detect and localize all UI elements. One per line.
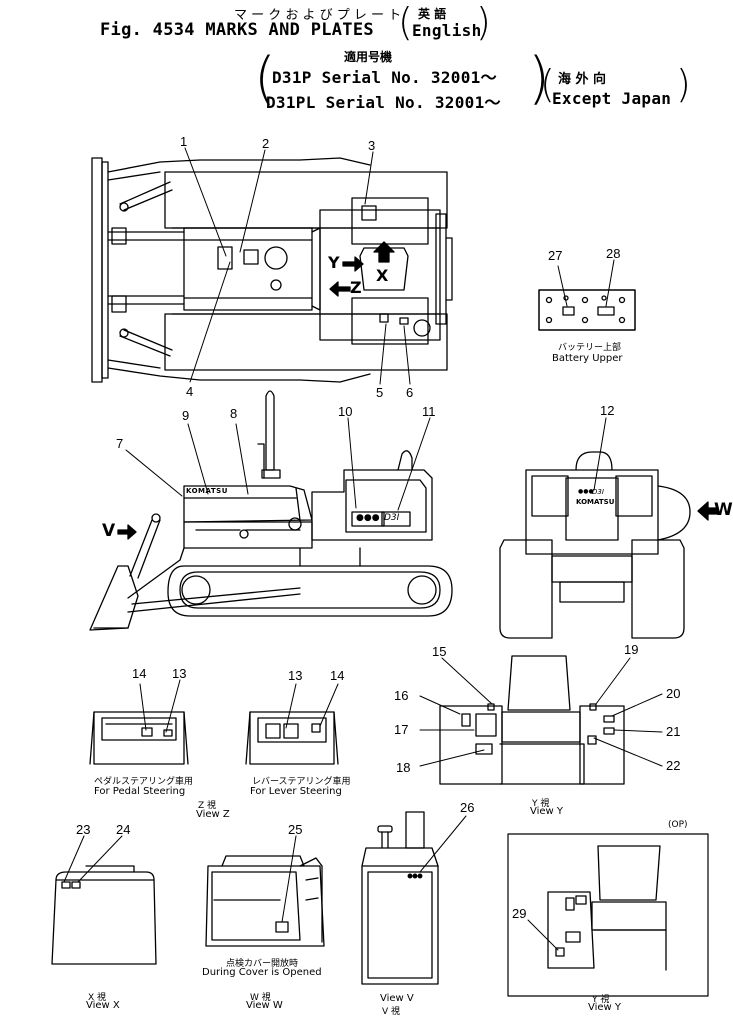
- callout-22: 22: [666, 758, 681, 773]
- view-y-op-drawing: [508, 834, 708, 996]
- lever-caption-jp: レバーステアリング車用: [252, 777, 351, 787]
- callout-14-lever: 14: [330, 668, 345, 683]
- figure-title: Fig. 4534 MARKS AND PLATES: [100, 20, 374, 40]
- arrow-w: [698, 502, 718, 520]
- callout-14-pedal: 14: [132, 666, 147, 681]
- komatsu-decal-front: KOMATSU: [576, 498, 615, 506]
- title-japanese: マ ー ク お よ び プ レ ー ト: [234, 8, 402, 23]
- callout-26: 26: [460, 800, 475, 815]
- callout-19: 19: [624, 642, 639, 657]
- side-view-dozer: [90, 391, 452, 630]
- arrow-v: [118, 525, 136, 539]
- viewx-caption-w-jp: W 視: [250, 993, 271, 1003]
- optional-label: (OP): [668, 820, 688, 830]
- pedal-caption-jp: ペダルステアリング車用: [94, 777, 194, 787]
- callout-9: 9: [182, 408, 190, 423]
- callout-29: 29: [512, 906, 527, 921]
- view-marker-z: Z: [350, 278, 362, 297]
- callout-18: 18: [396, 760, 411, 775]
- pedal-caption-en: For Pedal Steering: [94, 786, 186, 797]
- callout-20: 20: [666, 686, 681, 701]
- bracket-close-3: ): [676, 62, 691, 106]
- callout-13-lever: 13: [288, 668, 303, 683]
- callout-6: 6: [406, 385, 414, 400]
- battery-upper-drawing: [539, 290, 635, 330]
- callout-23: 23: [76, 822, 91, 837]
- viewz-caption-en: View Z: [196, 809, 230, 820]
- bracket-open-3: (: [540, 62, 555, 106]
- viewy-caption-en: View Y: [530, 806, 564, 817]
- bracket-open-2: (: [254, 46, 276, 111]
- top-view-dozer: [92, 158, 452, 382]
- callout-12: 12: [600, 403, 615, 418]
- view-marker-w: W: [714, 500, 733, 520]
- callout-3: 3: [368, 138, 376, 153]
- lever-steering-drawing: [246, 712, 338, 764]
- leader-lines: [64, 148, 662, 950]
- view-x-drawing: [52, 866, 156, 964]
- callout-13-pedal: 13: [172, 666, 187, 681]
- viewy-op-caption-en: View Y: [588, 1002, 622, 1013]
- komatsu-decal-side: KOMATSU: [186, 487, 228, 495]
- region-japanese: 海 外 向: [558, 72, 607, 87]
- callout-27: 27: [548, 248, 563, 263]
- callout-25: 25: [288, 822, 303, 837]
- dots-decal-front: ●●●: [578, 488, 594, 495]
- viewv-caption-en: View V: [380, 993, 414, 1004]
- viewx-caption-jp: X 視: [88, 993, 107, 1003]
- callout-21: 21: [666, 724, 681, 739]
- rear-view-dozer: [500, 452, 690, 638]
- viewy-caption-jp: Y 視: [532, 799, 550, 809]
- dots-decal-side: ●●●: [356, 513, 380, 523]
- view-y-drawing: [440, 656, 624, 784]
- region-english: Except Japan: [552, 89, 672, 108]
- serial-d31pl: D31PL Serial No. 32001～: [266, 93, 501, 112]
- lever-caption-en: For Lever Steering: [250, 786, 342, 797]
- bracket-open-1: (: [398, 0, 413, 44]
- applicable-japanese: 適用号機: [344, 50, 393, 64]
- cover-caption-en: During Cover is Opened: [202, 967, 322, 978]
- callout-24: 24: [116, 822, 131, 837]
- callout-16: 16: [394, 688, 409, 703]
- cover-caption-jp: 点検カバー開放時: [226, 959, 299, 969]
- view-v-drawing: [362, 812, 438, 984]
- viewx-caption-w-en: View W: [246, 1000, 283, 1011]
- callout-10: 10: [338, 404, 353, 419]
- callout-1: 1: [180, 134, 188, 149]
- viewv-caption-jp: V 視: [382, 1007, 401, 1017]
- bracket-close-2: ): [528, 46, 550, 111]
- battery-caption-en: Battery Upper: [552, 353, 623, 364]
- model-decal-side: D3I: [384, 513, 400, 523]
- callout-15: 15: [432, 644, 447, 659]
- bracket-close-1: ): [476, 0, 491, 44]
- view-marker-x: X: [376, 266, 389, 285]
- callout-17: 17: [394, 722, 409, 737]
- serial-d31p: D31P Serial No. 32001～: [272, 68, 497, 87]
- viewz-caption-jp: Z 視: [198, 801, 217, 811]
- view-marker-v: V: [102, 521, 116, 541]
- callout-7: 7: [116, 436, 124, 451]
- pedal-steering-drawing: [90, 712, 188, 764]
- viewy-op-caption-jp: Y 視: [592, 995, 610, 1005]
- language-english: English: [412, 21, 482, 40]
- battery-caption-jp: バッテリー上部: [558, 343, 622, 353]
- model-decal-front: D3I: [592, 488, 604, 496]
- callout-2: 2: [262, 136, 270, 151]
- viewx-caption-en: View X: [86, 1000, 120, 1011]
- callout-5: 5: [376, 385, 384, 400]
- callout-4: 4: [186, 384, 194, 399]
- language-japanese: 英 語: [418, 7, 447, 21]
- view-arrows-top: [330, 242, 394, 296]
- view-marker-y: Y: [328, 253, 340, 272]
- callout-28: 28: [606, 246, 621, 261]
- view-w-drawing: [206, 856, 324, 946]
- callout-8: 8: [230, 406, 238, 421]
- callout-11: 11: [422, 404, 436, 419]
